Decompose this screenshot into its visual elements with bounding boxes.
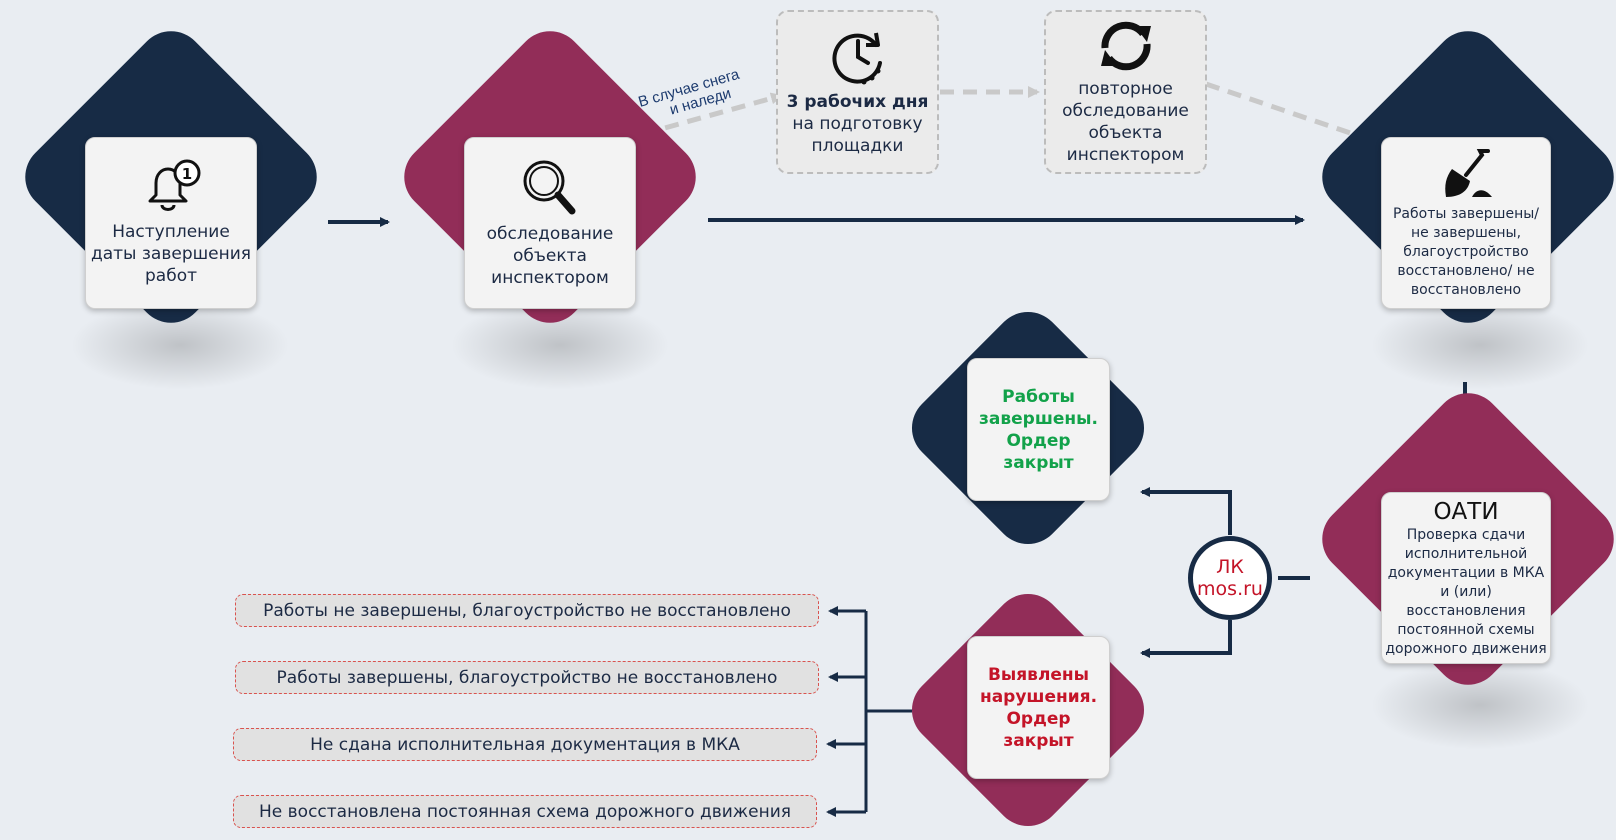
- violation-item-1: Работы не завершены, благоустройство не …: [235, 594, 819, 627]
- oati-title: ОАТИ: [1433, 498, 1499, 525]
- lk-line2: mos.ru: [1197, 578, 1263, 600]
- snow-note: В случае снега и наледи: [636, 65, 749, 127]
- violation-item-3: Не сдана исполнительная документация в М…: [233, 728, 817, 761]
- oati-label: Проверка сдачи исполнительной документац…: [1385, 526, 1547, 657]
- oati-card: ОАТИ Проверка сдачи исполнительной докум…: [1381, 492, 1551, 664]
- start-label: Наступление даты завершения работ: [90, 222, 252, 286]
- closed-bad-card: Выявлены нарушения. Ордер закрыт: [967, 636, 1110, 779]
- dashed-arrow-inspection-to-prep: [642, 92, 783, 137]
- bell-notification-icon: 1: [148, 159, 201, 211]
- svg-text:1: 1: [182, 165, 192, 183]
- result-label: Работы завершены/ не завершены, благоуст…: [1392, 205, 1539, 298]
- reinspection-box: повторное обследование объекта инспектор…: [1044, 10, 1207, 174]
- violation-item-2: Работы завершены, благоустройство не вос…: [235, 661, 819, 694]
- result-card: Работы завершены/ не завершены, благоуст…: [1381, 137, 1551, 309]
- prep-bold: 3 рабочих дня: [786, 92, 929, 112]
- clock-icon: [831, 32, 882, 85]
- arrow-lk-to-closed-bad: [1140, 620, 1232, 658]
- closed-bad-label: Выявлены нарушения. Ордер закрыт: [979, 664, 1098, 751]
- violation-item-4: Не восстановлена постоянная схема дорожн…: [233, 795, 817, 828]
- closed-ok-label: Работы завершены. Ордер закрыт: [979, 386, 1098, 473]
- arrow-lk-to-closed-ok: [1140, 487, 1232, 535]
- prep-label: на подготовку площадки: [792, 114, 923, 156]
- start-card: 1 Наступление даты завершения работ: [85, 137, 257, 309]
- reinspection-label: повторное обследование объекта инспектор…: [1062, 79, 1189, 165]
- shovel-icon: [1445, 148, 1492, 197]
- inspection-label: обследование объекта инспектором: [486, 224, 614, 288]
- magnifier-icon: [523, 160, 576, 215]
- refresh-icon: [1100, 21, 1151, 71]
- lk-line1: ЛК: [1216, 556, 1244, 578]
- lk-mos-ru-badge: ЛК mos.ru: [1188, 536, 1272, 620]
- inspection-card: обследование объекта инспектором: [464, 137, 636, 309]
- dashed-arrow-reinspection-to-result: [1205, 81, 1371, 142]
- prep-box: 3 рабочих дня на подготовку площадки: [776, 10, 939, 174]
- closed-ok-card: Работы завершены. Ордер закрыт: [967, 358, 1110, 501]
